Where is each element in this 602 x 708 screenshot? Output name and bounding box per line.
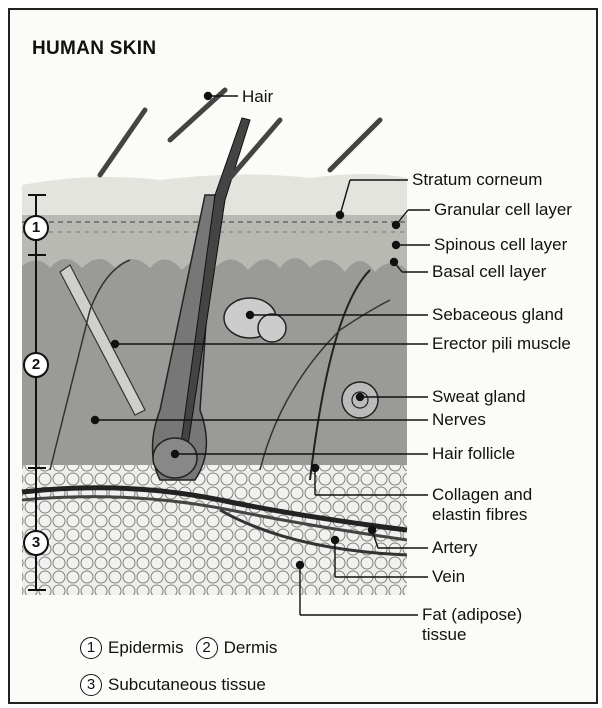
label-collagen-line2: elastin fibres (432, 506, 527, 524)
label-sebaceous-gland: Sebaceous gland (432, 306, 563, 324)
label-collagen-line1: Collagen and (432, 486, 532, 504)
label-granular-layer: Granular cell layer (434, 201, 572, 219)
label-fat-line2: tissue (422, 626, 466, 644)
legend-dermis-number: 2 (196, 637, 218, 659)
skin-illustration (10, 10, 596, 702)
label-erector-pili: Erector pili muscle (432, 335, 571, 353)
layer-number-3: 3 (23, 530, 49, 556)
label-sweat-gland: Sweat gland (432, 388, 526, 406)
label-hair-follicle: Hair follicle (432, 445, 515, 463)
label-artery: Artery (432, 539, 477, 557)
layer-number-1: 1 (23, 215, 49, 241)
legend-epidermis-number: 1 (80, 637, 102, 659)
diagram-frame: HUMAN SKIN 1 2 3 Hair Stratum corneum Gr… (8, 8, 598, 704)
label-basal-layer: Basal cell layer (432, 263, 546, 281)
legend-row-1: 1 Epidermis 2 Dermis (80, 637, 277, 659)
label-spinous-layer: Spinous cell layer (434, 236, 567, 254)
legend-epidermis: Epidermis (108, 638, 184, 658)
label-vein: Vein (432, 568, 465, 586)
diagram-title: HUMAN SKIN (32, 38, 156, 60)
label-stratum-corneum: Stratum corneum (412, 171, 542, 189)
layer-number-2: 2 (23, 352, 49, 378)
legend-subcutaneous-number: 3 (80, 674, 102, 696)
label-hair: Hair (242, 88, 273, 106)
label-fat-line1: Fat (adipose) (422, 606, 522, 624)
legend-dermis: Dermis (224, 638, 278, 658)
legend-subcutaneous: Subcutaneous tissue (108, 675, 266, 695)
legend-row-2: 3 Subcutaneous tissue (80, 674, 266, 696)
label-nerves: Nerves (432, 411, 486, 429)
